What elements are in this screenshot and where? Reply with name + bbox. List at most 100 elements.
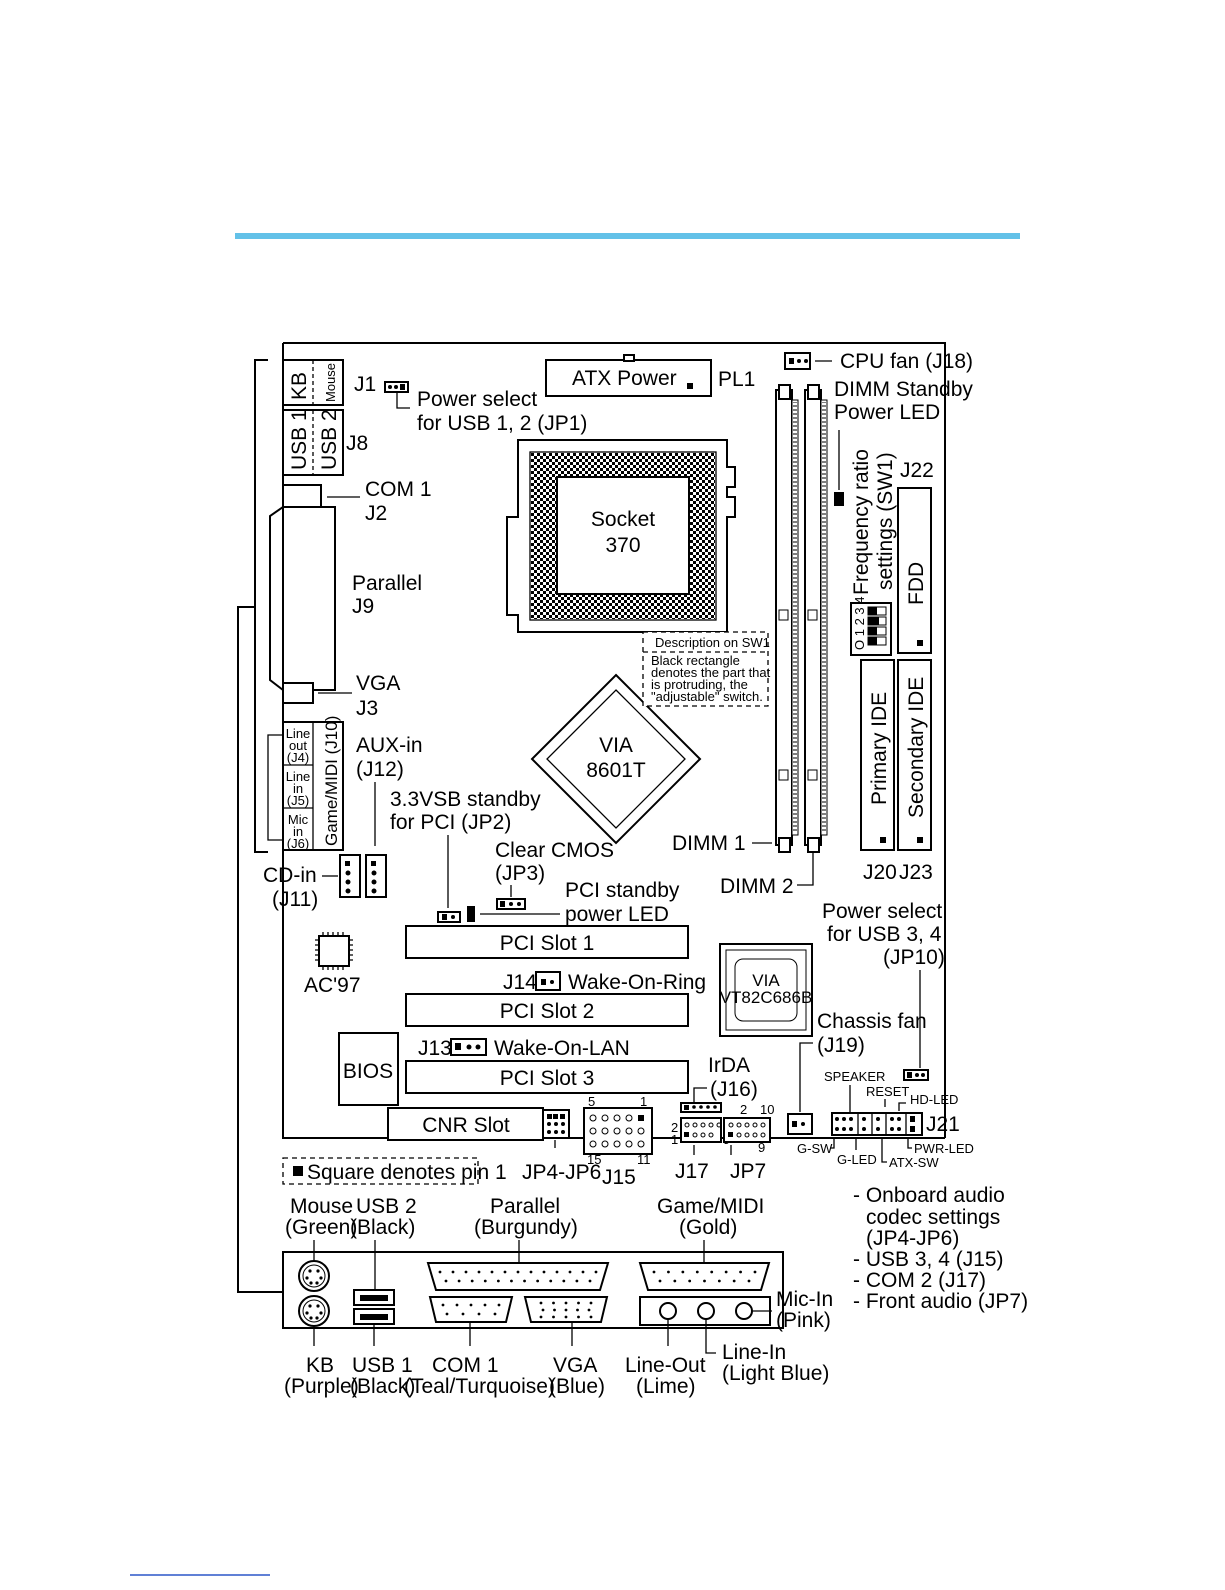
vga-label: VGA — [356, 672, 400, 695]
j12-label: (J12) — [356, 758, 404, 781]
jp3-label-2: (JP3) — [495, 862, 545, 885]
fdd-label: FDD — [905, 562, 928, 605]
io-lineout-color: (Lime) — [636, 1375, 696, 1398]
connector-pin — [539, 1301, 543, 1305]
atx-sw-label: ATX-SW — [889, 1155, 939, 1170]
io-parallel-color: (Burgundy) — [474, 1216, 578, 1239]
connector-pin — [552, 1301, 555, 1305]
pci-slot-1 — [405, 925, 689, 959]
com1-header — [282, 484, 322, 508]
irda-label: IrDA — [708, 1054, 750, 1077]
jp10-label-3: (JP10) — [883, 946, 945, 969]
connector-pin — [576, 1308, 579, 1312]
io-panel-bracket — [237, 606, 283, 1293]
connector-pin — [451, 1270, 455, 1274]
connector-pin — [493, 1312, 497, 1316]
j17-pin1-label: 1 — [671, 1132, 678, 1147]
connector-pin — [477, 1312, 481, 1316]
note-line-6: - Front audio (JP7) — [853, 1290, 1028, 1313]
io-mouse-label: Mouse — [290, 1195, 353, 1218]
connector-pin — [581, 1270, 585, 1274]
io-usb2-label: USB 2 — [356, 1195, 417, 1218]
connector-pin — [483, 1303, 487, 1307]
io-game-color: (Gold) — [679, 1216, 737, 1239]
io-mic-label: Mic-In — [776, 1288, 833, 1311]
j15-pin1-label: 1 — [640, 1094, 647, 1109]
pci-slot-1-label: PCI Slot 1 — [500, 932, 595, 955]
jp3-label-1: Clear CMOS — [495, 839, 614, 862]
connector-pin — [441, 1303, 445, 1307]
game-midi-port-label: Game/MIDI (J10) — [322, 716, 341, 846]
dimm2-label: DIMM 2 — [720, 875, 794, 898]
parallel-connector — [269, 505, 284, 693]
pin1-note: Square denotes pin 1 — [307, 1161, 507, 1184]
atx-power-label: ATX Power — [572, 367, 677, 390]
j20-label: J20 — [863, 861, 897, 884]
note-line-2: codec settings — [866, 1206, 1000, 1229]
connector-pin — [497, 1303, 501, 1307]
hd-led-label: HD-LED — [910, 1092, 958, 1107]
connector-pin — [555, 1270, 559, 1274]
connector-pin — [658, 1279, 662, 1283]
usb2-port-label: USB 2 — [318, 409, 341, 470]
jp2-label-2: for PCI (JP2) — [390, 811, 511, 834]
connector-pin — [457, 1279, 461, 1283]
pwr-led-label: PWR-LED — [914, 1141, 974, 1156]
jp7-connector — [723, 1117, 771, 1143]
sw1-dip-switch: O 1 2 3 4 — [850, 597, 892, 656]
j15-pin11-label: 11 — [637, 1152, 651, 1167]
connector-pin — [652, 1270, 656, 1274]
connector-pin — [710, 1270, 714, 1274]
fdd-connector — [897, 487, 932, 654]
connector-pin — [516, 1270, 520, 1274]
io-pin-dots — [438, 1270, 757, 1319]
connector-pin — [562, 1279, 566, 1283]
connector-pin — [673, 1279, 677, 1283]
connector-pin — [455, 1303, 459, 1307]
secondary-ide-label: Secondary IDE — [905, 677, 928, 818]
io-com1-color: (Teal/Turquoise) — [404, 1375, 555, 1398]
board-edge — [283, 342, 946, 1138]
connector-pin — [564, 1308, 568, 1312]
chassis-fan-label-1: Chassis fan — [817, 1010, 927, 1033]
connector-pin — [753, 1270, 757, 1274]
g-led-label: G-LED — [837, 1152, 877, 1167]
line-in-text-2: in — [293, 781, 303, 796]
line-in-text-1: Line — [286, 769, 311, 784]
connector-pin — [541, 1308, 545, 1312]
connector-pin — [717, 1279, 721, 1283]
sw1-description-line-1: Black rectangle — [651, 653, 740, 668]
jp4-jp6-jumpers — [542, 1109, 570, 1139]
j17-pin2-label: 2 — [671, 1120, 678, 1135]
connector-pin — [568, 1270, 572, 1274]
j8-label: J8 — [346, 432, 368, 455]
jp7-label: JP7 — [730, 1160, 766, 1183]
connector-pin — [594, 1270, 598, 1274]
connector-pin — [589, 1315, 593, 1319]
cd-in-label: CD-in — [263, 864, 317, 887]
io-lineout-label: Line-Out — [625, 1354, 706, 1377]
connector-pin — [575, 1279, 579, 1283]
connector-pin — [577, 1315, 580, 1319]
jp7-pin10-label: 10 — [760, 1102, 774, 1117]
j15-label: J15 — [602, 1166, 636, 1189]
speaker-label: SPEAKER — [824, 1069, 885, 1084]
jp7-pin9-label: 9 — [758, 1140, 765, 1155]
connector-pin — [445, 1312, 449, 1316]
j14-label: J14 — [503, 971, 537, 994]
io-kb-label: KB — [306, 1354, 334, 1377]
pci-slot-3-label: PCI Slot 3 — [500, 1067, 595, 1090]
io-mic-color: (Pink) — [776, 1309, 831, 1332]
wake-on-ring-connector — [535, 971, 561, 991]
north-bridge-label-2: 8601T — [586, 759, 646, 782]
connector-pin — [724, 1270, 728, 1274]
connector-pin — [667, 1270, 670, 1274]
jp7-pin2-label: 2 — [740, 1102, 747, 1117]
pci-led-label-1: PCI standby — [565, 879, 680, 902]
note-line-5: - COM 2 (J17) — [853, 1269, 986, 1292]
sw1-description-title: Description on SW1 — [655, 635, 770, 650]
connector-pin — [549, 1279, 553, 1283]
j2-label: J2 — [365, 502, 387, 525]
j9-label: J9 — [352, 595, 374, 618]
connector-pin — [477, 1270, 481, 1274]
